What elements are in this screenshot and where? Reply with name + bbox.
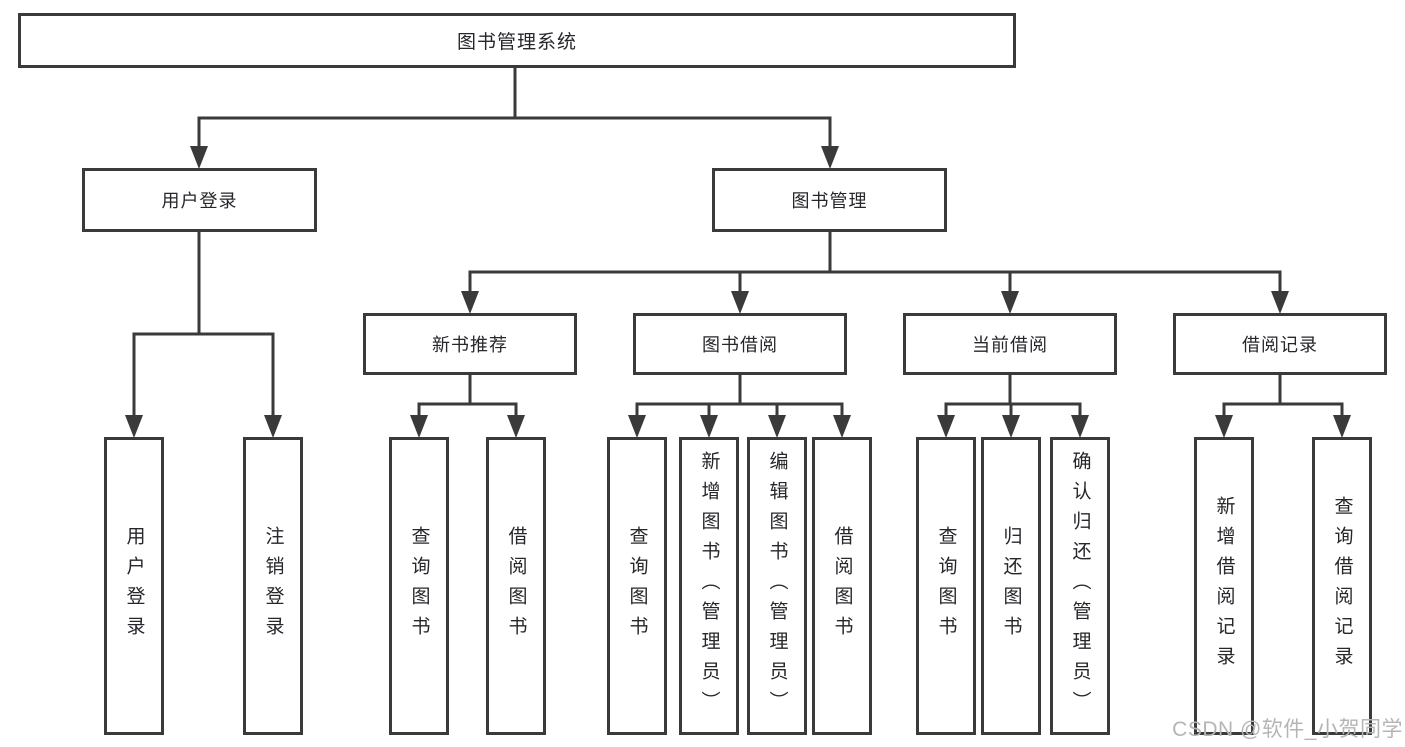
leaf-user-login-label: 用户登录 [123, 526, 145, 646]
leaf-br-add-record-label: 新增借阅记录 [1213, 496, 1235, 676]
node-user-login-label: 用户登录 [161, 191, 238, 211]
node-book-borrowing-label: 图书借阅 [702, 335, 778, 355]
node-borrow-records-label: 借阅记录 [1242, 335, 1318, 355]
leaf-br-add-record: 新增借阅记录 [1194, 437, 1254, 735]
leaf-cb-return-books: 归还图书 [981, 437, 1041, 735]
leaf-bb-add-books-admin: 新增图书（管理员） [679, 437, 739, 735]
node-book-management-label: 图书管理 [791, 191, 868, 211]
node-user-login: 用户登录 [82, 168, 317, 232]
leaf-nbr-query-books: 查询图书 [389, 437, 449, 735]
node-root: 图书管理系统 [18, 13, 1016, 68]
watermark: CSDN @软件_小贺同学 [1172, 718, 1403, 741]
leaf-bb-edit-books-admin: 编辑图书（管理员） [747, 437, 807, 735]
leaf-nbr-borrow-books-label: 借阅图书 [505, 526, 527, 646]
leaf-cb-query-books: 查询图书 [916, 437, 976, 735]
node-borrow-records: 借阅记录 [1173, 313, 1387, 375]
node-current-borrowing-label: 当前借阅 [972, 335, 1048, 355]
leaf-cb-confirm-return-admin-label: 确认归还（管理员） [1069, 451, 1091, 721]
leaf-bb-borrow-books: 借阅图书 [812, 437, 872, 735]
leaf-bb-borrow-books-label: 借阅图书 [831, 526, 853, 646]
leaf-cb-query-books-label: 查询图书 [935, 526, 957, 646]
leaf-bb-edit-books-admin-label: 编辑图书（管理员） [766, 451, 788, 721]
leaf-nbr-query-books-label: 查询图书 [408, 526, 430, 646]
leaf-cb-confirm-return-admin: 确认归还（管理员） [1050, 437, 1110, 735]
leaf-bb-add-books-admin-label: 新增图书（管理员） [698, 451, 720, 721]
leaf-logout-label: 注销登录 [262, 526, 284, 646]
leaf-br-query-record-label: 查询借阅记录 [1331, 496, 1353, 676]
leaf-bb-query-books: 查询图书 [607, 437, 667, 735]
leaf-logout: 注销登录 [243, 437, 303, 735]
leaf-nbr-borrow-books: 借阅图书 [486, 437, 546, 735]
node-book-borrowing: 图书借阅 [633, 313, 847, 375]
leaf-cb-return-books-label: 归还图书 [1000, 526, 1022, 646]
leaf-user-login: 用户登录 [104, 437, 164, 735]
leaf-bb-query-books-label: 查询图书 [626, 526, 648, 646]
node-current-borrowing: 当前借阅 [903, 313, 1117, 375]
node-root-label: 图书管理系统 [456, 32, 577, 53]
leaf-br-query-record: 查询借阅记录 [1312, 437, 1372, 735]
node-new-book-recommend-label: 新书推荐 [432, 335, 508, 355]
node-book-management: 图书管理 [712, 168, 947, 232]
node-new-book-recommend: 新书推荐 [363, 313, 577, 375]
